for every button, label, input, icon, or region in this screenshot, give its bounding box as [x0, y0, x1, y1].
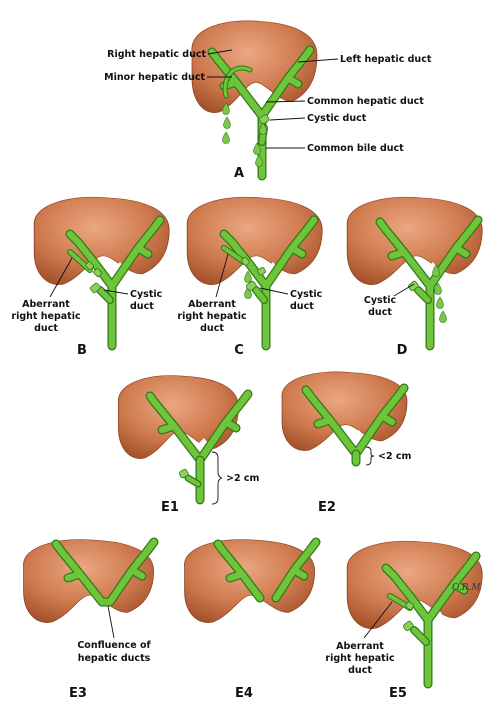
label-c-cystic-1: Cystic: [290, 289, 322, 300]
label-c-aberrant-2: right hepatic: [177, 311, 246, 322]
panel-e2: <2 cm E2: [281, 371, 412, 515]
label-gt-2cm: >2 cm: [226, 473, 260, 484]
panel-label-e2: E2: [318, 500, 336, 515]
label-c-aberrant-3: duct: [200, 323, 224, 334]
label-lt-2cm: <2 cm: [378, 451, 412, 462]
label-d-cystic-2: duct: [368, 307, 392, 318]
label-common-hepatic-duct: Common hepatic duct: [307, 96, 424, 107]
panel-label-b: B: [77, 343, 87, 358]
label-b-cystic-1: Cystic: [130, 289, 162, 300]
panel-label-c: C: [234, 343, 244, 358]
label-minor-hepatic-duct: Minor hepatic duct: [104, 72, 205, 83]
panel-label-e3: E3: [69, 686, 87, 701]
panel-label-a: A: [234, 166, 244, 181]
panel-e5: Aberrant right hepatic duct O.R.M E5: [325, 540, 483, 701]
label-b-cystic-2: duct: [130, 301, 154, 312]
label-common-bile-duct: Common bile duct: [307, 143, 404, 154]
label-e5-aberrant-2: right hepatic: [325, 653, 394, 664]
label-b-aberrant-1: Aberrant: [22, 299, 70, 310]
label-confluence-1: Confluence of: [77, 640, 151, 651]
label-d-cystic-1: Cystic: [364, 295, 396, 306]
panel-b: Aberrant right hepatic duct Cystic duct …: [11, 196, 170, 358]
artist-signature: O.R.M: [452, 583, 481, 593]
panel-label-e4: E4: [235, 686, 253, 701]
label-b-aberrant-3: duct: [34, 323, 58, 334]
label-e5-aberrant-1: Aberrant: [336, 641, 384, 652]
panel-a: Right hepatic duct Minor hepatic duct Le…: [104, 20, 432, 181]
label-c-aberrant-1: Aberrant: [188, 299, 236, 310]
label-confluence-2: hepatic ducts: [78, 653, 151, 664]
panel-label-d: D: [397, 343, 408, 358]
label-cystic-duct: Cystic duct: [307, 113, 367, 124]
label-c-cystic-2: duct: [290, 301, 314, 312]
panel-c: Aberrant right hepatic duct Cystic duct …: [177, 196, 323, 358]
panel-e4: E4: [183, 537, 321, 701]
panel-e3: Confluence of hepatic ducts E3: [22, 537, 159, 701]
panel-label-e5: E5: [389, 686, 407, 701]
panel-d: Cystic duct D: [346, 196, 483, 358]
label-left-hepatic-duct: Left hepatic duct: [340, 54, 432, 65]
panel-label-e1: E1: [161, 500, 179, 515]
label-b-aberrant-2: right hepatic: [11, 311, 80, 322]
panel-e1: >2 cm E1: [117, 374, 260, 515]
label-e5-aberrant-3: duct: [348, 665, 372, 676]
label-right-hepatic-duct: Right hepatic duct: [107, 49, 206, 60]
